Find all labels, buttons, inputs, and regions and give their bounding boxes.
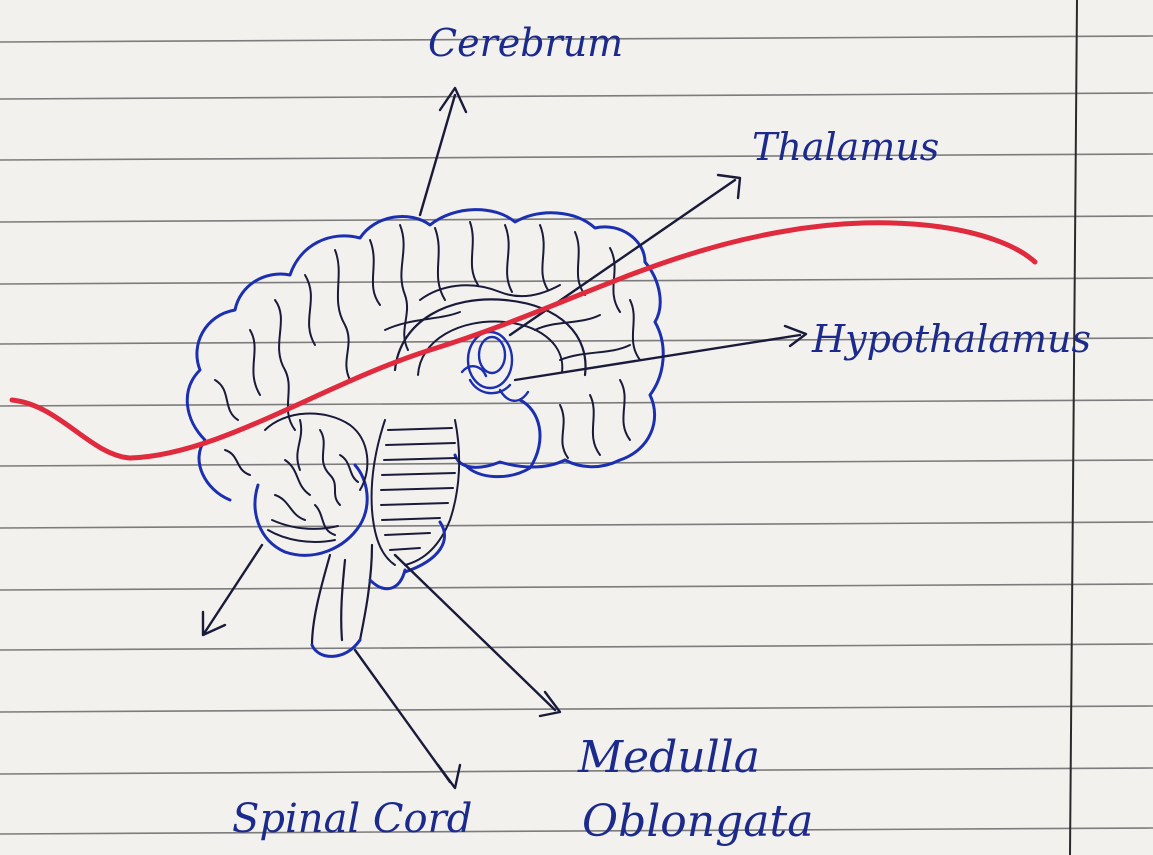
thalamus-cluster: [462, 332, 528, 401]
label-hypothalamus: Hypothalamus: [811, 317, 1091, 361]
frontal-lobe-base: [455, 455, 565, 467]
arrow-cerebellum: [203, 545, 262, 635]
arrow-medulla: [395, 555, 560, 716]
label-arrows: [203, 88, 806, 788]
label-cerebrum: Cerebrum: [428, 21, 623, 65]
temporal-lobe: [465, 400, 540, 477]
margin-line: [1070, 0, 1077, 855]
cerebellum: [255, 414, 367, 556]
label-thalamus: Thalamus: [752, 125, 939, 169]
arrow-spinal-cord: [355, 650, 460, 788]
brainstem: [372, 420, 460, 572]
cerebrum-outline: [187, 210, 663, 500]
label-medulla-line1: Medulla: [577, 732, 760, 783]
label-spinal-cord: Spinal Cord: [232, 796, 472, 842]
arrow-cerebrum: [420, 88, 466, 215]
ruled-lines: [0, 36, 1153, 834]
label-medulla-line2: Oblongata: [582, 796, 813, 847]
